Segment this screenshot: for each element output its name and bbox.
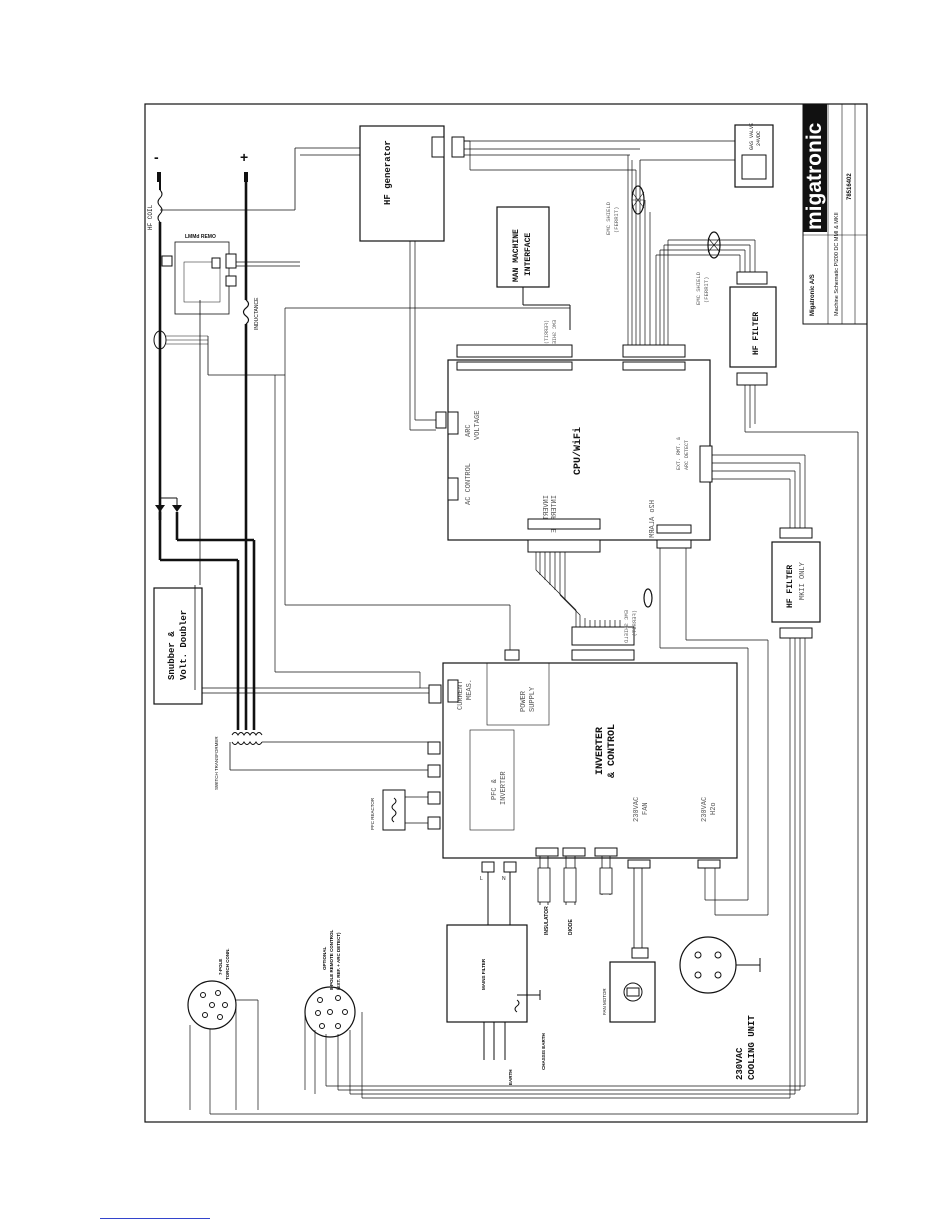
temperature-sensors xyxy=(537,856,613,905)
svg-text:N: N xyxy=(502,876,506,882)
hf-generator-label: HF generator xyxy=(383,140,393,205)
svg-text:7-POLE: 7-POLE xyxy=(218,959,223,975)
svg-text:INVERTER: INVERTER xyxy=(595,727,606,775)
svg-text:TORCH CONN.: TORCH CONN. xyxy=(225,948,230,980)
hf-filter-1: HF FILTER xyxy=(210,271,859,1115)
hf-coil-section: - + HF COIL xyxy=(147,149,295,520)
inverter-control-board: INVERTER & CONTROL POWER SUPPLY CURRENT … xyxy=(427,626,738,873)
svg-text:EMC SHIELD: EMC SHIELD xyxy=(623,610,630,644)
svg-text:GAS VALVE: GAS VALVE xyxy=(749,123,755,150)
svg-text:HF FILTER: HF FILTER xyxy=(752,312,761,355)
svg-text:MEAS.: MEAS. xyxy=(466,679,474,700)
hf-filter-2: HF FILTER MKII ONLY xyxy=(326,454,821,1099)
svg-text:INVERTER: INVERTER xyxy=(543,495,551,529)
svg-text:24VDC: 24VDC xyxy=(756,131,762,146)
svg-text:OPTIONAL: OPTIONAL xyxy=(322,946,327,970)
svg-text:H2o ALARM: H2o ALARM xyxy=(649,500,657,538)
svg-text:EXT. RMT. &: EXT. RMT. & xyxy=(676,437,682,470)
lmmd-remo: LMMd REMO xyxy=(161,234,300,315)
svg-text:(EXT. REF. + ARC DETECT): (EXT. REF. + ARC DETECT) xyxy=(336,932,341,990)
svg-text:CHASSIS EARTH: CHASSIS EARTH xyxy=(541,1033,546,1070)
svg-text:8-POLE REMOTE CONTROL: 8-POLE REMOTE CONTROL xyxy=(329,929,334,990)
snubber-volt-doubler: Snubber & Volt. Doubler xyxy=(153,587,420,705)
svg-text:POWER: POWER xyxy=(520,690,528,712)
svg-text:L: L xyxy=(480,876,483,882)
brand-logo: migatronic xyxy=(803,122,826,230)
svg-text:Snubber &: Snubber & xyxy=(167,631,177,680)
svg-text:PFC REACTOR: PFC REACTOR xyxy=(370,797,375,830)
drawing-title: Machine Schematic PI200 DC MMI & MKII xyxy=(834,212,840,316)
svg-text:FAN MOTOR: FAN MOTOR xyxy=(602,988,607,1015)
remote-connector: OPTIONAL 8-POLE REMOTE CONTROL (EXT. REF… xyxy=(304,929,363,1098)
cooling-unit: 230VAC COOLING UNIT xyxy=(679,936,761,1080)
switch-transformer: SWITCH TRANSFORMER xyxy=(214,732,428,790)
inverter-wiring xyxy=(274,307,769,916)
svg-text:INVERTER: INVERTER xyxy=(500,771,508,805)
svg-text:Volt. Doubler: Volt. Doubler xyxy=(179,610,189,680)
svg-text:(FERRIT): (FERRIT) xyxy=(703,277,710,303)
svg-text:(FERRIT): (FERRIT) xyxy=(613,207,620,233)
svg-text:EMC SHIELD: EMC SHIELD xyxy=(695,271,702,305)
svg-text:CURRENT: CURRENT xyxy=(457,681,465,710)
emc-ferrite-3 xyxy=(643,588,653,608)
output-diodes xyxy=(155,300,256,730)
svg-text:EARTH: EARTH xyxy=(508,1070,513,1086)
svg-text:H2o: H2o xyxy=(710,802,718,815)
svg-text:VOLTAGE: VOLTAGE xyxy=(474,411,482,440)
cpu-top-wiring xyxy=(409,141,756,431)
mains-filter: MAINS FILTER L N CHASSIS EARTH EARTH xyxy=(446,872,546,1086)
svg-text:MAN MACHINE: MAN MACHINE xyxy=(512,229,521,282)
svg-text:230VAC: 230VAC xyxy=(735,1047,745,1080)
drawing-number: 78516402 xyxy=(847,173,853,200)
svg-text:DIODE: DIODE xyxy=(568,919,574,936)
pfc-reactor: PFC REACTOR xyxy=(370,789,428,831)
cpu-label: CPU/WiFi xyxy=(572,427,584,475)
svg-text:INDUCTANCE: INDUCTANCE xyxy=(254,297,260,330)
hf-coil-label: HF COIL xyxy=(147,204,154,230)
svg-text:230VAC: 230VAC xyxy=(701,797,709,822)
torch-connector: 7-POLE TORCH CONN. xyxy=(187,948,259,1114)
svg-text:LMMd REMO: LMMd REMO xyxy=(185,234,216,240)
svg-text:MKII ONLY: MKII ONLY xyxy=(799,561,807,600)
hf-generator: HF generator xyxy=(294,125,640,242)
title-block: migatronic Migatronic A/S Machine Schema… xyxy=(802,103,868,325)
svg-text:SWITCH TRANSFORMER: SWITCH TRANSFORMER xyxy=(214,736,219,790)
current-sensor xyxy=(153,330,285,376)
cpu-wifi-board: CPU/WiFi ARC VOLTAGE AC CONTROL INVERTER… xyxy=(435,344,713,553)
inductance: INDUCTANCE xyxy=(242,297,260,730)
svg-text:EMC SHIELD: EMC SHIELD xyxy=(605,201,612,235)
plus-terminal: + xyxy=(240,149,248,165)
svg-text:AC CONTROL: AC CONTROL xyxy=(465,463,473,505)
svg-text:EMC SHIELD: EMC SHIELD xyxy=(552,320,558,350)
svg-text:INTERFACE: INTERFACE xyxy=(524,233,533,276)
svg-text:INTERFACE: INTERFACE xyxy=(551,495,559,533)
svg-text:PFC &: PFC & xyxy=(491,778,499,800)
drawing-frame xyxy=(144,103,868,1123)
svg-text:INSULATOR: INSULATOR xyxy=(544,906,550,935)
svg-text:ARC DETECT: ARC DETECT xyxy=(684,440,690,470)
footer-link-underline[interactable] xyxy=(100,1218,210,1219)
gas-valve: GAS VALVE 24VDC xyxy=(470,123,774,190)
svg-text:MAINS FILTER: MAINS FILTER xyxy=(481,958,486,990)
svg-text:ARC: ARC xyxy=(465,424,473,437)
svg-text:HF FILTER: HF FILTER xyxy=(786,565,795,608)
company-name: Migatronic A/S xyxy=(810,274,816,316)
minus-terminal: - xyxy=(154,149,159,165)
svg-text:SUPPLY: SUPPLY xyxy=(529,686,537,712)
svg-text:(FERRIT): (FERRIT) xyxy=(544,320,550,344)
man-machine-interface: MAN MACHINE INTERFACE EMC SHIELD (FERRIT… xyxy=(496,206,571,350)
svg-text:230VAC: 230VAC xyxy=(633,797,641,822)
svg-text:(FERRIT): (FERRIT) xyxy=(631,610,638,636)
svg-text:& CONTROL: & CONTROL xyxy=(607,724,618,778)
svg-text:FAN: FAN xyxy=(642,802,650,815)
svg-text:COOLING UNIT: COOLING UNIT xyxy=(747,1015,757,1080)
fan-motor: FAN MOTOR xyxy=(602,868,656,1023)
